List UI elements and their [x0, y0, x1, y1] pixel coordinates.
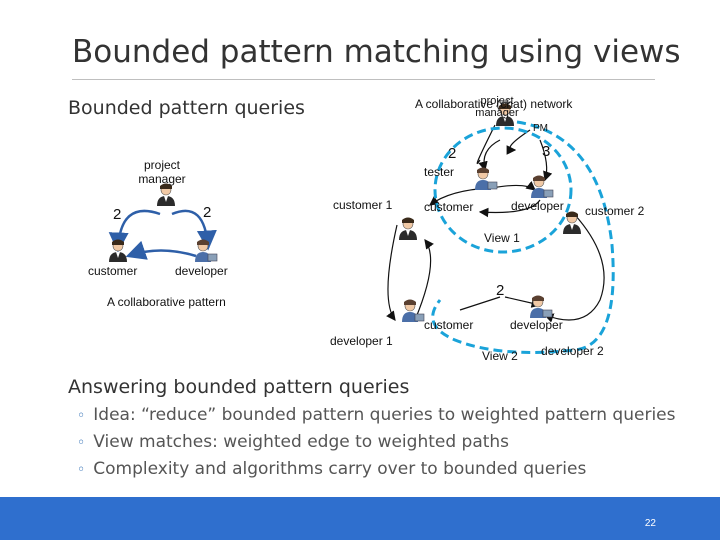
network-edge-weight-2: 2	[448, 145, 457, 162]
network-edge-lower-left	[459, 296, 501, 311]
network-edge-customer1-developer1	[386, 224, 398, 321]
section-heading-queries: Bounded pattern queries	[68, 97, 305, 119]
pattern-edge-right-weight: 2	[203, 204, 212, 221]
network-edge-weight-3: 3	[542, 143, 551, 160]
pattern-customer-icon	[108, 239, 128, 263]
pattern-customer-label: customer	[88, 264, 138, 278]
network-pm-label: PM	[533, 123, 548, 134]
network-lower-developer-label: developer	[510, 318, 563, 332]
view1-label: View 1	[484, 231, 520, 245]
network-developer2-icon	[529, 295, 553, 319]
network-developer2-label: developer 2	[541, 344, 604, 358]
network-edge-pm-tester-arrow	[478, 139, 501, 172]
network-edge-pm-developer	[539, 139, 553, 182]
network-edge-developer1-customer1	[414, 239, 434, 321]
bullet-item: ◦Idea: “reduce” bounded pattern queries …	[77, 405, 676, 425]
network-project-manager-label: project manager	[475, 95, 519, 119]
network-edge-pm-tester-b	[506, 129, 531, 155]
slide-title: Bounded pattern matching using views	[72, 34, 681, 70]
network-lower-edge-weight: 2	[496, 282, 505, 299]
section-heading-answering: Answering bounded pattern queries	[68, 376, 410, 398]
footer-bar	[0, 497, 720, 540]
pattern-project-manager-label: project manager	[138, 158, 186, 186]
bullet-item: ◦Complexity and algorithms carry over to…	[77, 459, 587, 479]
network-developer-icon	[530, 175, 554, 199]
network-customer-label: customer	[424, 200, 474, 214]
pattern-edge-developer-customer	[125, 240, 197, 260]
network-lower-customer-label: customer	[424, 318, 474, 332]
network-edge-developer-customer	[478, 199, 541, 218]
network-developer1-label: developer 1	[330, 334, 393, 348]
title-divider	[72, 79, 655, 80]
page-number: 22	[644, 518, 656, 529]
network-customer2-icon	[562, 211, 582, 235]
network-customer1-label: customer 1	[333, 198, 393, 212]
network-tester-label: tester	[424, 165, 455, 179]
pattern-edge-left-weight: 2	[113, 206, 122, 223]
network-tester-icon	[474, 167, 498, 191]
view1-outline	[433, 126, 573, 254]
pattern-developer-icon	[194, 239, 218, 263]
view2-outline	[431, 120, 615, 354]
network-caption: A collaborative (chat) network	[415, 97, 573, 111]
network-customer1-icon	[398, 217, 418, 241]
network-customer2-label: customer 2	[585, 204, 645, 218]
network-edge-tester-developer	[491, 181, 536, 191]
network-developer1-icon	[401, 299, 425, 323]
pattern-edge-pm-developer	[171, 209, 217, 251]
pattern-developer-label: developer	[175, 264, 228, 278]
network-developer-label: developer	[511, 199, 564, 213]
pattern-project-manager-icon	[156, 183, 176, 207]
network-edge-customer2-developer2	[543, 214, 605, 323]
pattern-caption: A collaborative pattern	[107, 295, 226, 309]
pattern-edge-pm-customer	[108, 209, 161, 253]
bullet-item: ◦View matches: weighted edge to weighted…	[77, 432, 510, 452]
view2-label: View 2	[482, 349, 518, 363]
